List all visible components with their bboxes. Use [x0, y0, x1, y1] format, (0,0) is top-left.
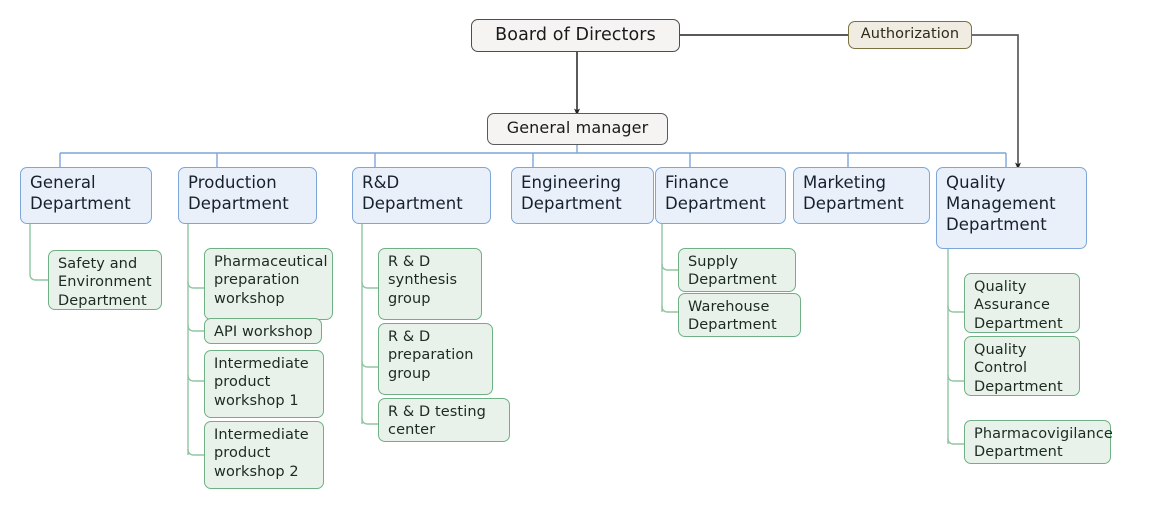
node-department-marketing[interactable]: Marketing Department [793, 167, 930, 224]
node-subunit-quality-control-department[interactable]: Quality Control Department [964, 336, 1080, 396]
node-subunit-intermediate-product-workshop-2[interactable]: Intermediate product workshop 2 [204, 421, 324, 489]
node-subunit-rd-preparation-group[interactable]: R & D preparation group [378, 323, 493, 395]
node-subunit-pharmaceutical-preparation-workshop[interactable]: Pharmaceutical preparation workshop [204, 248, 333, 320]
node-department-engineering[interactable]: Engineering Department [511, 167, 654, 224]
node-authorization[interactable]: Authorization [848, 21, 972, 49]
node-department-production[interactable]: Production Department [178, 167, 317, 224]
node-department-general[interactable]: General Department [20, 167, 152, 224]
node-department-rd[interactable]: R&D Department [352, 167, 491, 224]
node-subunit-pharmacovigilance-department[interactable]: Pharmacovigilance Department [964, 420, 1113, 464]
node-subunit-quality-assurance-department[interactable]: Quality Assurance Department [964, 273, 1080, 333]
node-subunit-warehouse-department[interactable]: Warehouse Department [678, 293, 801, 337]
node-board-of-directors[interactable]: Board of Directors [471, 19, 680, 52]
node-subunit-safety-environment[interactable]: Safety and Environment Department [48, 250, 162, 310]
node-subunit-intermediate-product-workshop-1[interactable]: Intermediate product workshop 1 [204, 350, 324, 418]
node-department-finance[interactable]: Finance Department [655, 167, 786, 224]
node-subunit-rd-synthesis-group[interactable]: R & D synthesis group [378, 248, 482, 320]
node-subunit-api-workshop[interactable]: API workshop [204, 318, 322, 344]
node-department-quality-management[interactable]: Quality Management Department [936, 167, 1087, 249]
node-subunit-supply-department[interactable]: Supply Department [678, 248, 796, 292]
node-subunit-rd-testing-center[interactable]: R & D testing center [378, 398, 510, 442]
node-general-manager[interactable]: General manager [487, 113, 668, 145]
